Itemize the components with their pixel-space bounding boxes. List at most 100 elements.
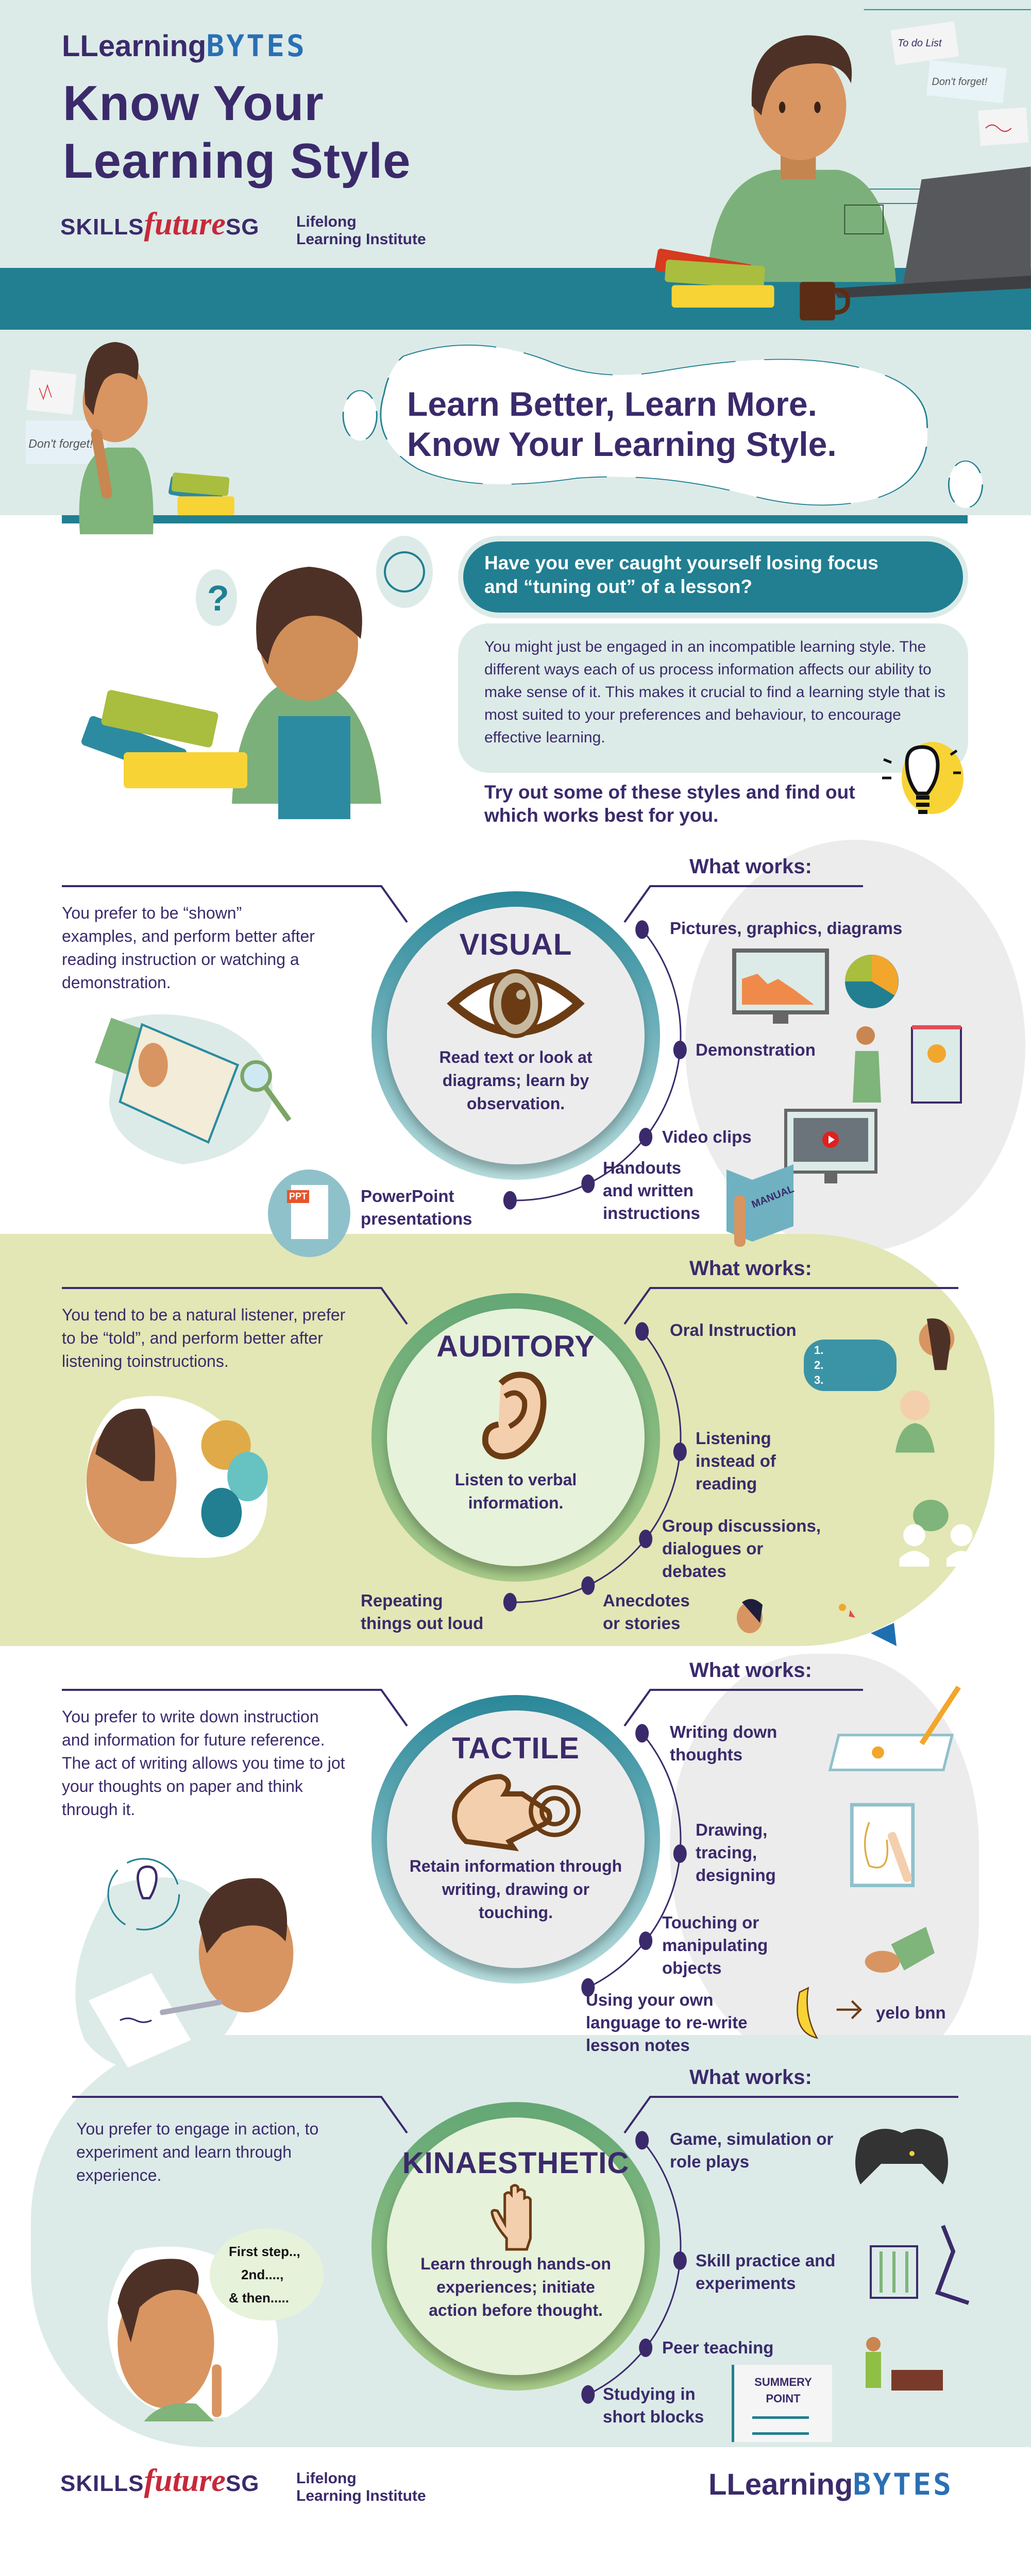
tactile-title: TACTILE <box>452 1732 580 1765</box>
intro-body: You might just be engaged in an incompat… <box>484 638 945 746</box>
auditory-description: You tend to be a natural listener, prefe… <box>62 1306 346 1370</box>
kinaesthetic-description: You prefer to engage in action, to exper… <box>76 2120 319 2184</box>
footer-brand-bytes: BYTES <box>853 2467 953 2502</box>
sticky-note-1: To do List <box>898 38 942 49</box>
manual-icon: MANUAL <box>726 1164 796 1247</box>
presenter-icon <box>853 1025 962 1104</box>
visual-item-video: Video clips <box>662 1127 752 1146</box>
banner-desk-line <box>62 515 968 523</box>
footer-institute-name: Lifelong Learning Institute <box>296 2470 426 2505</box>
speech-line-1: First step.., <box>229 2244 300 2259</box>
thinking-boy-illustration <box>108 2228 324 2421</box>
skillsfuture-logo: SKILLSfutureSG <box>60 206 260 243</box>
title-line-2: Learning Style <box>63 133 411 189</box>
speech-line-3: & then..... <box>229 2290 289 2306</box>
auditory-item-listening: Listening instead of reading <box>696 1429 776 1493</box>
question-mark-icon: ? <box>207 578 229 618</box>
intro-body-box <box>458 623 968 773</box>
logo-sg: SG <box>225 214 260 240</box>
logo-future: future <box>144 207 226 242</box>
brand-logo: LLearningBYTES <box>62 28 307 63</box>
tactile-icons <box>797 1685 961 2039</box>
footer-brand-logo: LLearningBYTES <box>708 2467 953 2502</box>
auditory-what-works: What works: <box>689 1257 812 1280</box>
lightbulb-icon <box>882 742 964 814</box>
rewrite-example: yelo bnn <box>876 2003 946 2022</box>
tactile-description: You prefer to write down instruction and… <box>62 1707 345 1819</box>
connector-dot <box>581 1174 595 1193</box>
auditory-caption: Listen to verbal information. <box>454 1470 577 1512</box>
ppt-label: PPT <box>287 1190 310 1203</box>
visual-item-powerpoint: PowerPoint presentations <box>361 1187 472 1228</box>
video-clip-icon <box>784 1109 877 1183</box>
writing-person-illustration <box>75 1858 294 2070</box>
kinaesthetic-item-skill: Skill practice and experiments <box>696 2251 836 2293</box>
tactile-what-works: What works: <box>689 1659 812 1682</box>
kinaesthetic-item-peer: Peer teaching <box>662 2338 774 2357</box>
kinaesthetic-what-works: What works: <box>689 2066 812 2089</box>
summary-point-card: SUMMERY POINT <box>732 2365 832 2442</box>
auditory-item-oral: Oral Instruction <box>670 1320 797 1340</box>
kinaesthetic-caption: Learn through hands-on experiences; init… <box>420 2255 611 2319</box>
auditory-item-anecdotes: Anecdotes or stories <box>603 1591 690 1633</box>
kinaesthetic-item-studying: Studying in short blocks <box>603 2384 704 2426</box>
banner-line-1: Learn Better, Learn More. <box>407 385 817 423</box>
question-banner <box>463 541 963 613</box>
institute-name: Lifelong Learning Institute <box>296 213 426 248</box>
page-title: Know Your Learning Style <box>63 75 411 190</box>
book-magnifier-illustration <box>95 1014 292 1164</box>
thought-cloud <box>342 345 984 509</box>
tactile-item-writing: Writing down thoughts <box>670 1722 778 1764</box>
connector-dot <box>639 1931 653 1951</box>
summary-card-line-2: POINT <box>766 2392 801 2405</box>
header-illustration: To do List Don't forget! <box>655 9 1031 320</box>
reading-kid-illustration: ? <box>81 536 433 819</box>
auditory-item-group: Group discussions, dialogues or debates <box>662 1516 821 1581</box>
institute-line-1: Lifelong <box>296 213 357 230</box>
visual-description: You prefer to be “shown” examples, and p… <box>62 904 315 992</box>
banner-headline: Learn Better, Learn More. Know Your Lear… <box>407 384 837 464</box>
eye-icon <box>447 969 585 1038</box>
visual-caption: Read text or look at diagrams; learn by … <box>439 1048 593 1113</box>
raised-hand-icon <box>491 2184 532 2251</box>
footer-skillsfuture-logo: SKILLSfutureSG <box>60 2463 260 2499</box>
oral-list-2: 2. <box>814 1359 824 1371</box>
auditory-item-repeating: Repeating things out loud <box>361 1591 484 1633</box>
dont-forget-note: Don't forget! <box>28 437 93 450</box>
kinaesthetic-title: KINAESTHETIC <box>402 2146 630 2180</box>
connector-dot <box>639 1128 653 1147</box>
intro-question: Have you ever caught yourself losing foc… <box>484 552 878 597</box>
auditory-title: AUDITORY <box>436 1330 595 1363</box>
auditory-people-icons <box>895 1318 976 1567</box>
footer-brand-learning: LLearning <box>708 2468 853 2501</box>
visual-what-works: What works: <box>689 855 812 878</box>
intro-cta: Try out some of these styles and find ou… <box>484 782 855 826</box>
footer-logo-skills: SKILLS <box>60 2471 144 2496</box>
footer-logo-sg: SG <box>225 2471 260 2496</box>
thinking-person-illustration: Don't forget! <box>26 342 234 534</box>
kinaesthetic-item-game: Game, simulation or role plays <box>670 2129 834 2171</box>
tactile-caption: Retain information through writing, draw… <box>409 1857 622 1922</box>
oral-instruction-bubble: 1. 2. 3. <box>804 1340 897 1391</box>
kinaesthetic-icons <box>855 2129 970 2391</box>
touch-hand-icon <box>452 1774 581 1852</box>
speech-line-2: 2nd...., <box>241 2267 284 2282</box>
speech-bubble: First step.., 2nd...., & then..... <box>222 2240 325 2310</box>
footer-institute-line-1: Lifelong <box>296 2470 357 2487</box>
visual-item-handouts: Handouts and written instructions <box>603 1158 700 1223</box>
ear-icon <box>482 1371 547 1460</box>
footer-institute-line-2: Learning Institute <box>296 2487 426 2504</box>
visual-item-demonstration: Demonstration <box>696 1040 816 1059</box>
oral-list-1: 1. <box>814 1344 824 1357</box>
connector-dot <box>503 1191 517 1210</box>
oral-list-3: 3. <box>814 1374 824 1386</box>
summary-card-lines <box>752 2416 809 2435</box>
brand-learning: LLearning <box>62 29 207 63</box>
visual-title: VISUAL <box>459 928 572 961</box>
megaphone-icon <box>737 1599 897 1646</box>
talking-person-illustration <box>86 1396 268 1558</box>
tactile-item-drawing: Drawing, tracing, designing <box>696 1820 776 1885</box>
sticky-note-2: Don't forget! <box>932 76 988 88</box>
footer-logo-future: future <box>144 2463 226 2498</box>
tactile-item-rewrite: Using your own language to re-write less… <box>586 1990 748 2055</box>
